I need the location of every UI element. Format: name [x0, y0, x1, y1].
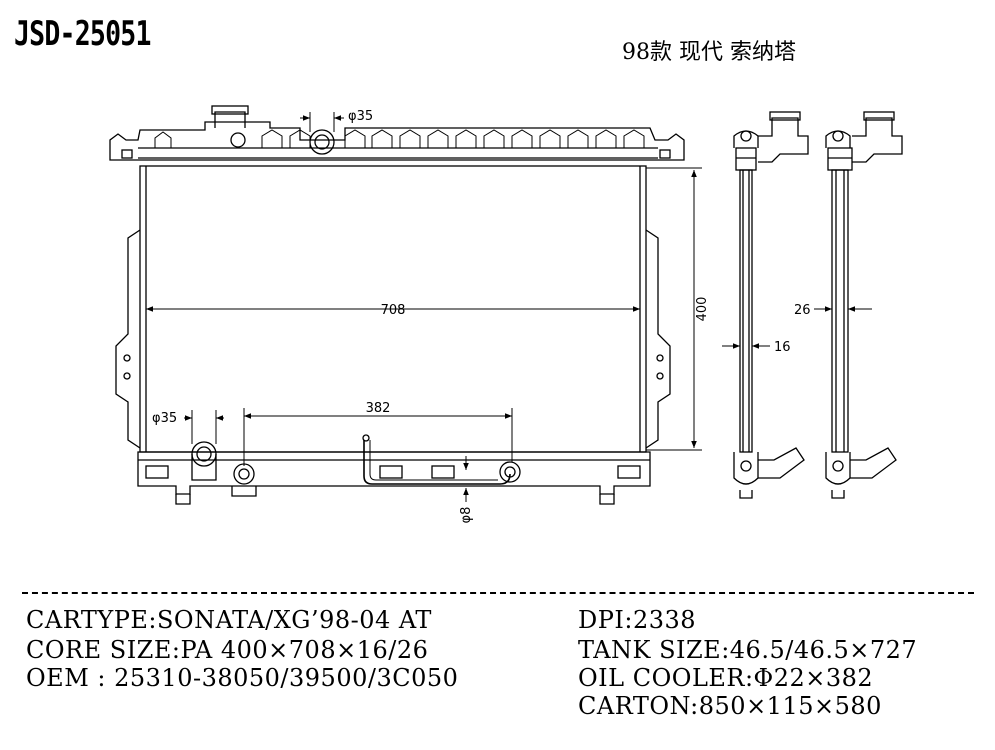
- dim-core-thickness-26-label: 26: [794, 303, 811, 318]
- side-brackets: [115, 229, 671, 449]
- spec-oem: OEM : 25310-38050/39500/3C050: [26, 664, 459, 692]
- vehicle-model-cn: 98款 现代 索纳塔: [622, 40, 796, 65]
- top-tank: [109, 105, 685, 161]
- front-view: 708 400 382 φ35 φ35 φ8: [109, 105, 710, 524]
- section-divider: [22, 592, 974, 594]
- spec-oil-cooler: OIL COOLER:Φ22×382: [578, 664, 874, 692]
- dim-core-thickness-16-label: 16: [774, 340, 791, 355]
- dim-fitting-diameter-label: φ8: [459, 507, 474, 524]
- spec-cartype: CARTYPE:SONATA/XG’98-04 AT: [26, 606, 432, 634]
- spec-dpi: DPI:2338: [578, 606, 697, 634]
- dim-outlet-diameter-label: φ35: [152, 411, 177, 426]
- part-number-title: JSD-25051: [14, 14, 151, 54]
- dim-inlet-diameter-label: φ35: [348, 109, 373, 124]
- side-view-26: 26: [794, 111, 903, 499]
- side-view-16: 16: [722, 111, 809, 499]
- bottom-tank: [137, 434, 651, 505]
- spec-core-size: CORE SIZE:PA 400×708×16/26: [26, 636, 429, 664]
- dim-width-label: 708: [381, 303, 406, 318]
- front-dimensions: [146, 112, 702, 502]
- spec-carton: CARTON:850×115×580: [578, 692, 882, 720]
- dim-oil-cooler-spacing-label: 382: [366, 401, 391, 416]
- dim-height-label: 400: [695, 297, 710, 322]
- spec-tank-size: TANK SIZE:46.5/46.5×727: [578, 636, 918, 664]
